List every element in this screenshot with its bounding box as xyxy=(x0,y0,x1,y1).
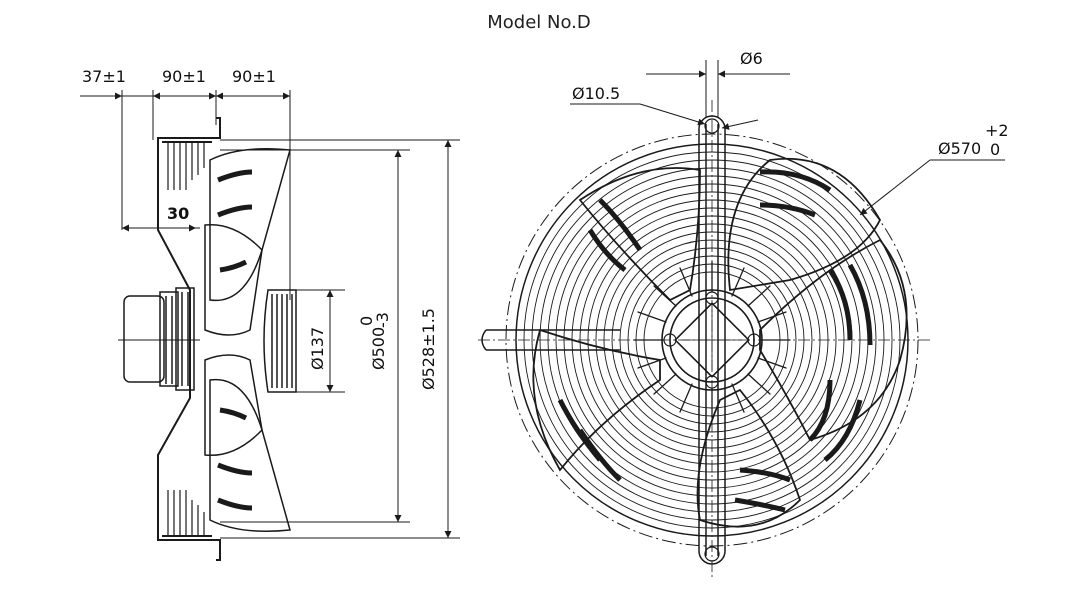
dim-diameter-570-upper-tol: +2 xyxy=(985,121,1009,140)
dim-diameter-528: Ø528±1.5 xyxy=(419,308,438,390)
dim-diameter-500: Ø500 xyxy=(369,327,388,370)
dim-diameter-500-upper-tol: 0 xyxy=(357,316,376,326)
front-view: Ø6 Ø10.5 Ø570 +2 0 xyxy=(478,49,1009,580)
guard-ribs-lower xyxy=(167,490,205,536)
vertical-dimensions xyxy=(220,139,460,539)
dim-diameter-570: Ø570 xyxy=(938,139,981,158)
top-dimension-chain xyxy=(80,90,291,300)
dim-thickness-30: 30 xyxy=(167,204,189,223)
dim-span-90-left: 90±1 xyxy=(162,67,206,86)
guard-bracket xyxy=(118,117,221,561)
guard-ribs-upper xyxy=(167,142,205,190)
dim-diameter-6: Ø6 xyxy=(740,49,763,68)
dim-diameter-500-lower-tol: -3 xyxy=(373,312,392,328)
motor-body xyxy=(123,287,195,391)
dim-span-90-right: 90±1 xyxy=(232,67,276,86)
dim-diameter-10-5: Ø10.5 xyxy=(572,84,620,103)
fan-blades-side xyxy=(204,148,291,532)
front-dimensions xyxy=(570,60,1005,216)
rotor-hub xyxy=(263,289,297,393)
side-view: 37±1 90±1 90±1 30 xyxy=(80,67,460,561)
thickness-dimension xyxy=(122,200,200,232)
dim-diameter-570-lower-tol: 0 xyxy=(990,140,1000,159)
drawing-title: Model No.D xyxy=(487,12,591,33)
dim-diameter-137: Ø137 xyxy=(308,327,327,370)
center-lines xyxy=(478,100,930,580)
dim-offset-37: 37±1 xyxy=(82,67,126,86)
fan-blades-front xyxy=(532,157,908,528)
